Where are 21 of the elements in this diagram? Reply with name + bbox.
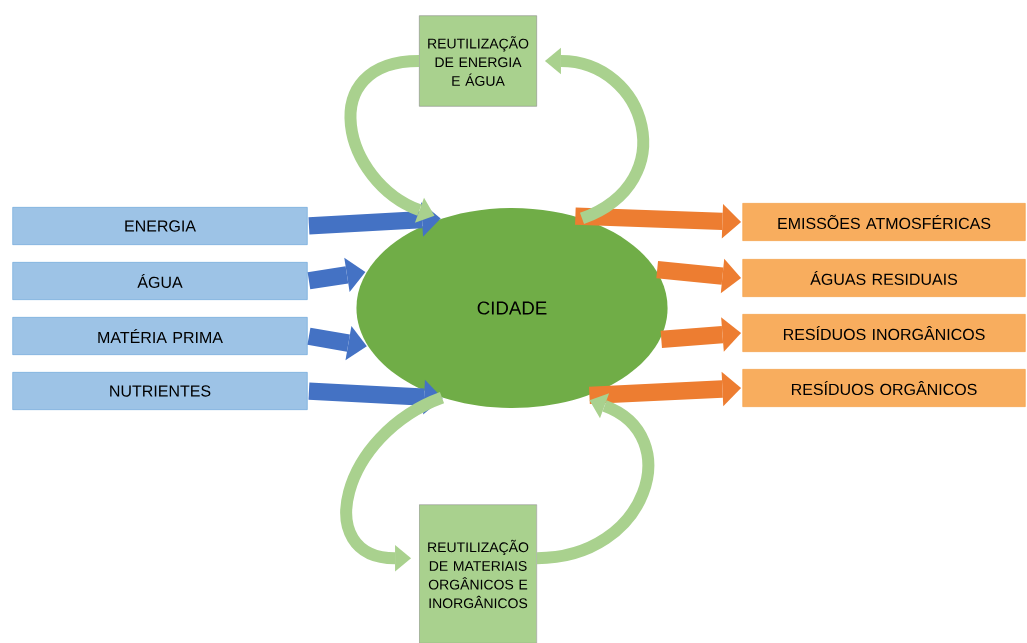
output-box: RESÍDUOS ORGÂNICOS bbox=[742, 369, 1026, 407]
input-box: MATÉRIA PRIMA bbox=[12, 317, 308, 355]
arrow bbox=[307, 326, 367, 361]
arrow bbox=[536, 393, 654, 565]
arrow bbox=[308, 202, 441, 237]
arrow bbox=[340, 392, 445, 572]
reuse-box: REUTILIZAÇÃO DE MATERIAIS ORGÂNICOS E INORGÂNICOS bbox=[419, 504, 537, 643]
arrow bbox=[544, 47, 650, 224]
input-box: ÁGUA bbox=[12, 262, 308, 300]
reuse-box: REUTILIZAÇÃO DE ENERGIA E ÁGUA bbox=[419, 15, 537, 107]
output-box: EMISSÕES ATMOSFÉRICAS bbox=[742, 203, 1026, 241]
arrow bbox=[656, 258, 742, 294]
arrow bbox=[307, 257, 366, 292]
input-box: NUTRIENTES bbox=[12, 372, 308, 410]
arrow bbox=[575, 203, 742, 239]
output-box: RESÍDUOS INORGÂNICOS bbox=[742, 314, 1026, 352]
arrow bbox=[589, 371, 742, 407]
input-box: ENERGIA bbox=[12, 207, 308, 245]
arrow bbox=[660, 317, 742, 352]
output-box: ÁGUAS RESIDUAIS bbox=[742, 259, 1026, 297]
arrow bbox=[344, 55, 435, 223]
